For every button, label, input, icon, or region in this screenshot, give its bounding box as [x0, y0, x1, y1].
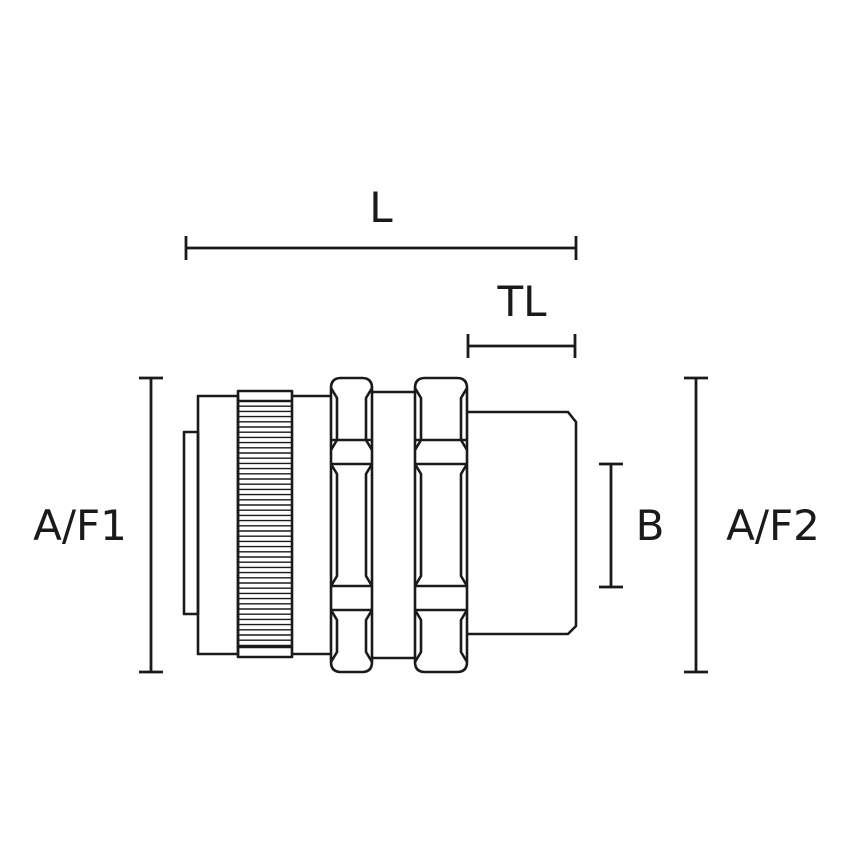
left-body: [196, 394, 240, 656]
dimension-tl: TL: [466, 277, 577, 358]
label-af1: A/F1: [33, 501, 127, 550]
label-af2: A/F2: [726, 501, 820, 550]
left-seal: [182, 430, 200, 616]
dimension-af1: A/F1: [33, 376, 163, 674]
label-tl: TL: [496, 277, 547, 326]
label-b: B: [636, 501, 665, 550]
hex-nut-2: [413, 376, 469, 674]
dimension-b: B: [599, 462, 665, 589]
dimension-af2: A/F2: [684, 376, 820, 674]
label-l: L: [369, 183, 393, 232]
threaded-end: [467, 410, 578, 636]
fitting-body: [182, 376, 578, 674]
dimension-l: L: [184, 183, 578, 260]
hex-nut-1: [329, 376, 374, 674]
knurled-ring: [236, 389, 294, 659]
